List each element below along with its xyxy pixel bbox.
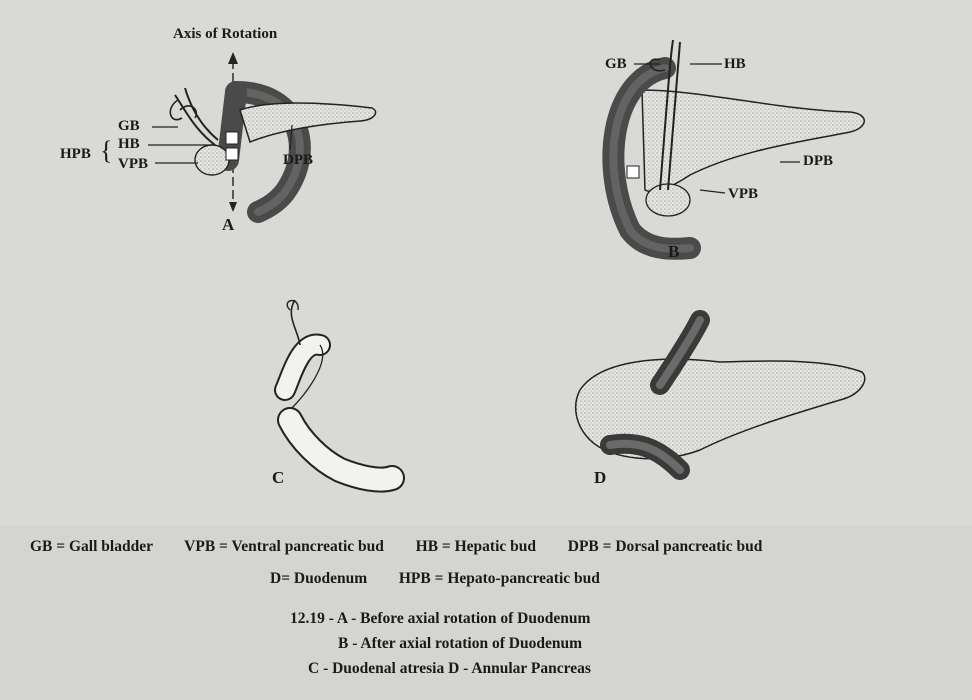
legend-d: D= Duodenum xyxy=(270,570,367,587)
legend-dpb: DPB = Dorsal pancreatic bud xyxy=(568,538,763,555)
panel-a-hpb-label: HPB xyxy=(60,146,91,163)
panel-d-drawing xyxy=(576,320,865,470)
caption-line-1: 12.19 - A - Before axial rotation of Duo… xyxy=(290,610,590,628)
legend-line-2: D= Duodenum HPB = Hepato-pancreatic bud xyxy=(270,570,600,588)
legend-hpb: HPB = Hepato-pancreatic bud xyxy=(399,570,600,587)
panel-a-brace: { xyxy=(100,136,112,166)
panel-a-gb-label: GB xyxy=(118,118,140,135)
legend-line-1: GB = Gall bladder VPB = Ventral pancreat… xyxy=(30,538,762,556)
panel-a-drawing xyxy=(148,52,376,212)
caption-line-3: C - Duodenal atresia D - Annular Pancrea… xyxy=(308,660,591,678)
panel-c-drawing xyxy=(285,300,392,480)
axis-of-rotation-label: Axis of Rotation xyxy=(173,26,277,43)
panel-b-gb-label: GB xyxy=(605,56,627,73)
caption-line-2: B - After axial rotation of Duodenum xyxy=(338,635,582,653)
legend-hb: HB = Hepatic bud xyxy=(416,538,536,555)
panel-b-dpb-label: DPB xyxy=(803,153,833,170)
legend-gb: GB = Gall bladder xyxy=(30,538,153,555)
panel-b-letter: B xyxy=(668,242,679,262)
panel-a-letter: A xyxy=(222,215,234,235)
panel-c-letter: C xyxy=(272,468,284,488)
figure-area: Axis of Rotation GB HB HPB { VPB DPB A G… xyxy=(0,0,972,525)
panel-b-vpb-label: VPB xyxy=(728,186,758,203)
legend-vpb: VPB = Ventral pancreatic bud xyxy=(184,538,384,555)
panel-a-dpb-label: DPB xyxy=(283,152,313,169)
panel-a-vpb-label: VPB xyxy=(118,156,148,173)
figure-drawing xyxy=(0,0,972,525)
panel-d-letter: D xyxy=(594,468,606,488)
panel-b-hb-label: HB xyxy=(724,56,746,73)
panel-a-hb-label: HB xyxy=(118,136,140,153)
